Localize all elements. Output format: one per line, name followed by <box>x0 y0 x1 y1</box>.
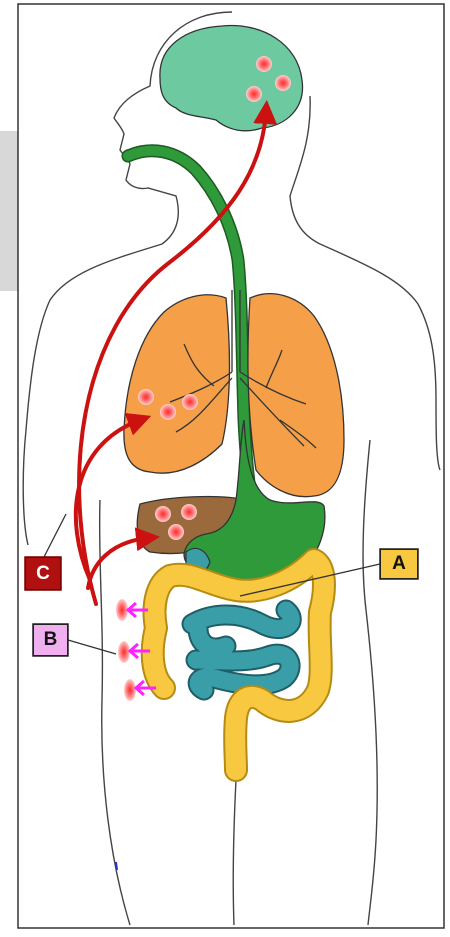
label-a: A <box>380 549 418 579</box>
small-intestine-fill <box>192 610 291 690</box>
peritoneal-spot <box>118 641 130 663</box>
label-c: C <box>25 557 61 590</box>
liver-spot <box>168 524 184 540</box>
leader-c <box>44 514 66 557</box>
liver-spot <box>155 506 171 522</box>
brain-spot <box>246 86 262 102</box>
peritoneal-spot <box>124 679 136 701</box>
liver-spot <box>181 504 197 520</box>
leader-b <box>68 640 116 654</box>
arrow-to-liver <box>88 538 148 588</box>
side-panel <box>0 131 18 291</box>
lung-spot <box>182 394 198 410</box>
label-b: B <box>33 624 68 656</box>
brain-spot <box>256 56 272 72</box>
lung-spot <box>138 389 154 405</box>
lung-spot <box>160 404 176 420</box>
brain-spot <box>275 75 291 91</box>
left-lung <box>124 295 230 473</box>
image-frame <box>18 4 444 928</box>
right-lung <box>248 294 344 497</box>
blue-mark <box>116 862 117 870</box>
